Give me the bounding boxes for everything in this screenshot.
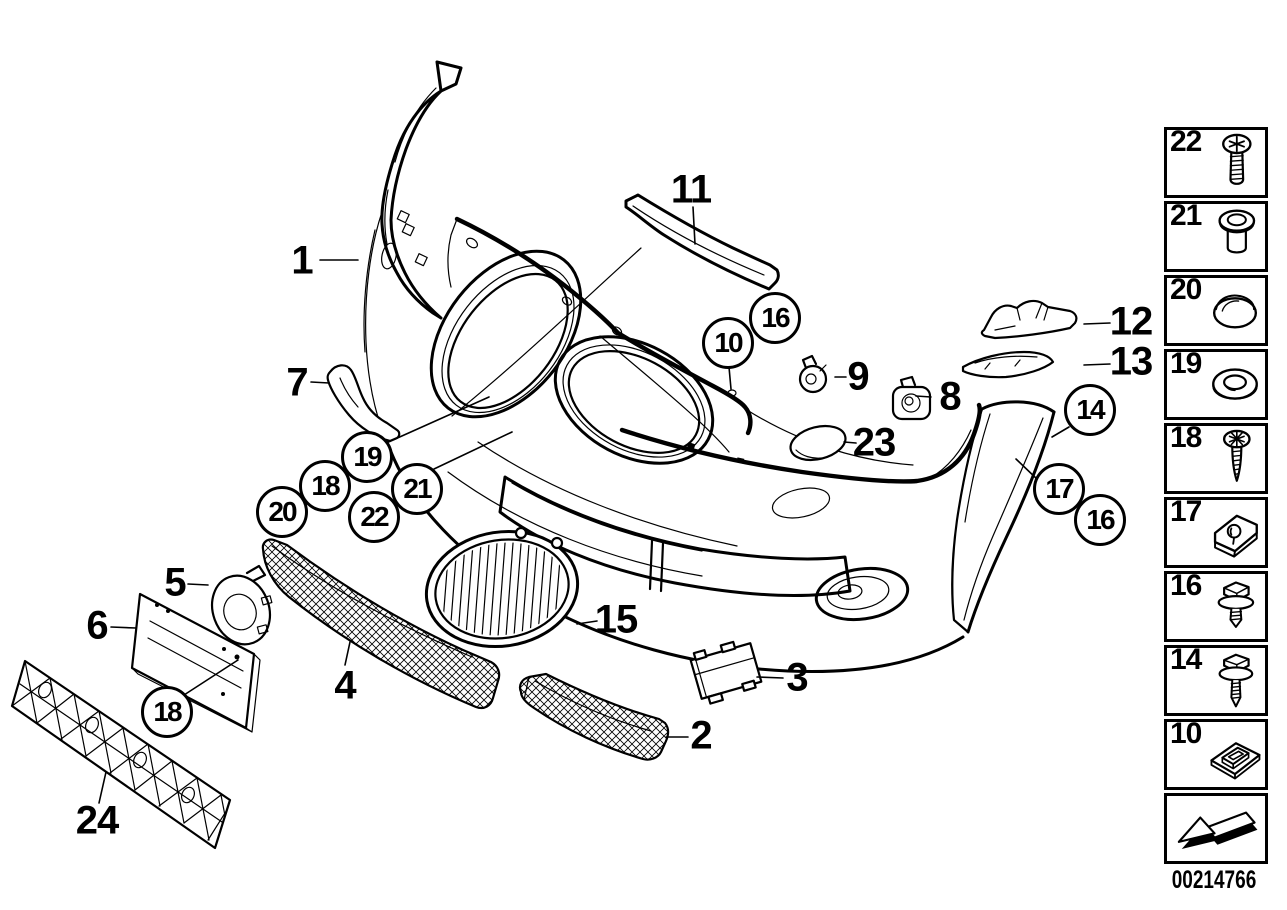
legend-number: 21 (1170, 199, 1202, 232)
callout-12[interactable]: 12 (1109, 299, 1153, 344)
legend-item-16: 16 (1164, 569, 1268, 642)
callout-10-circled[interactable]: 10 (702, 317, 754, 369)
callout-22-circled[interactable]: 22 (348, 491, 400, 543)
hardware-legend: 22 21 20 19 18 17 16 14 10 (1164, 125, 1268, 867)
callout-9[interactable]: 9 (847, 354, 869, 399)
callout-14-circled[interactable]: 14 (1064, 384, 1116, 436)
callout-3[interactable]: 3 (786, 655, 808, 700)
legend-item-19: 19 (1164, 347, 1268, 420)
cap-grommet-icon (1206, 280, 1264, 342)
callout-11[interactable]: 11 (670, 167, 712, 212)
callout-1[interactable]: 1 (291, 238, 313, 283)
callout-19-circled[interactable]: 19 (341, 431, 393, 483)
callout-20-circled[interactable]: 20 (256, 486, 308, 538)
callout-13[interactable]: 13 (1109, 339, 1153, 384)
legend-number: 19 (1170, 347, 1202, 380)
phillips-tapping-screw-icon (1206, 428, 1264, 490)
legend-item-18: 18 (1164, 421, 1268, 494)
legend-number: 14 (1170, 643, 1202, 676)
leader-lines (98, 206, 1111, 804)
legend-number: 22 (1170, 125, 1202, 158)
legend-item-10: 10 (1164, 717, 1268, 790)
callout-17-circled[interactable]: 17 (1033, 463, 1085, 515)
speed-nut-clip-icon (1206, 502, 1264, 564)
callout-16-circled[interactable]: 16 (1074, 494, 1126, 546)
callout-18-circled[interactable]: 18 (299, 460, 351, 512)
drawing-number: 00214766 (1171, 866, 1257, 894)
legend-number: 20 (1170, 273, 1202, 306)
callout-2[interactable]: 2 (690, 713, 712, 758)
hex-bolt-washer-long-icon (1206, 650, 1264, 712)
legend-number: 10 (1170, 717, 1202, 750)
threaded-sleeve-icon (1206, 206, 1264, 268)
callout-4[interactable]: 4 (334, 663, 356, 708)
direction-arrow-box (1164, 793, 1268, 864)
callout-5[interactable]: 5 (164, 560, 186, 605)
legend-number: 18 (1170, 421, 1202, 454)
callout-8[interactable]: 8 (939, 374, 961, 419)
legend-item-20: 20 (1164, 273, 1268, 346)
callout-7[interactable]: 7 (286, 360, 308, 405)
callout-18-circled[interactable]: 18 (141, 686, 193, 738)
callout-21-circled[interactable]: 21 (391, 463, 443, 515)
direction-arrow-icon (1169, 799, 1263, 859)
callout-16-circled[interactable]: 16 (749, 292, 801, 344)
bumper-top-tab (435, 60, 463, 93)
expanding-nut-icon (1206, 724, 1264, 786)
phillips-machine-screw-icon (1206, 132, 1264, 194)
legend-item-17: 17 (1164, 495, 1268, 568)
legend-number: 16 (1170, 569, 1202, 602)
callout-24[interactable]: 24 (75, 798, 119, 843)
callout-6[interactable]: 6 (86, 603, 108, 648)
legend-item-21: 21 (1164, 199, 1268, 272)
legend-item-14: 14 (1164, 643, 1268, 716)
legend-number: 17 (1170, 495, 1202, 528)
washer-icon (1206, 354, 1264, 416)
hex-bolt-washer-short-icon (1206, 576, 1264, 638)
legend-item-22: 22 (1164, 125, 1268, 198)
callout-23[interactable]: 23 (852, 420, 896, 465)
callout-15[interactable]: 15 (594, 597, 638, 642)
